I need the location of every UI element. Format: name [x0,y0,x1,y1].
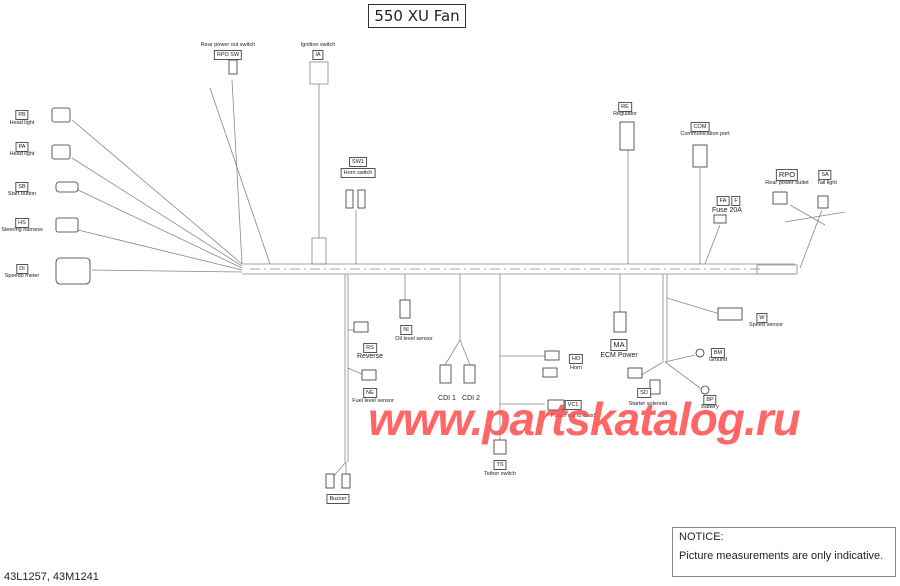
notice-text: Picture measurements are only indicative… [679,550,884,562]
component-label-ts: Tether switch [483,471,517,477]
component-code-bp: BP [703,395,717,405]
diagram-title: 550 XU Fan [368,4,466,28]
notice-box: NOTICE: Picture measurements are only in… [672,527,896,577]
component-code-re: RE [618,102,632,112]
component-code-sa: SA [818,170,832,180]
component-label-ia: Ignition switch [300,42,336,48]
component-code-pa: PA [15,142,29,152]
component-code-fa: FA [716,196,730,206]
component-code-ts: TS [493,460,507,470]
component-label-bm: Ground [708,357,728,363]
component-label-sa: Tail light [817,180,837,186]
component-code-vc1: VC1 [564,400,582,410]
component-label-ph: Head light [9,120,35,126]
component-label-re: Regulator [613,111,637,117]
component-code-ph: PB [15,110,29,120]
component-code-ho: HO [568,354,584,364]
component-code-ma: MA [610,339,628,351]
watermark: www.partskatalog.ru [368,393,801,445]
part-numbers: 43L1257, 43M1241 [4,571,99,583]
component-code-bm: BM [710,348,726,358]
notice-heading: NOTICE: [679,531,724,543]
component-label-ma: ECM Power [600,352,638,359]
component-code-ni: NI [400,325,412,335]
component-code-rpo: RPO [775,169,799,181]
component-code-sd: SD [637,388,651,398]
component-label-ne: Fuel level sensor [352,398,394,404]
component-label-rpo: Rear power outlet [765,180,809,186]
component-code-buzzer: Buzzer [326,494,350,504]
component-label-bp: Battery [701,404,719,410]
component-label-ho: Horn [570,365,582,371]
component-code-rs: RS [363,343,377,353]
component-label-cdi2: CDI 2 [462,395,480,402]
component-code-com: COM [690,122,710,132]
component-label-vc1: Power out to hood [550,413,596,419]
component-label-rposw: Rear power out switch [200,42,256,48]
component-label-com: Communication port [680,131,730,137]
component-label-pa: Head light [9,151,35,157]
component-code-w: W [756,313,768,323]
component-code-sw1: SW1 [349,157,367,167]
component-code-horn-switch: Horn switch [340,168,376,178]
component-code-ia: IA [312,50,324,60]
component-label-rs: Reverse [356,353,384,360]
component-code-ne: NE [363,388,377,398]
component-label-sd: Starter solenoid [628,401,668,407]
component-code-f: F [731,196,741,206]
component-label-cdi1: CDI 1 [438,395,456,402]
component-label-hs: Steering harness [1,227,43,233]
component-code-hs: HS [15,218,29,228]
component-label-fuse: Fuse 20A [712,207,742,214]
component-code-rposw: RPO SW [213,50,243,60]
component-code-di: DI [16,264,28,274]
component-label-di: Speedo meter [4,273,40,279]
component-code-sb: SB [15,182,29,192]
component-label-ni: Oil level sensor [395,336,433,342]
component-label-sb: Start button [7,191,37,197]
component-label-w: Speed sensor [749,322,783,328]
